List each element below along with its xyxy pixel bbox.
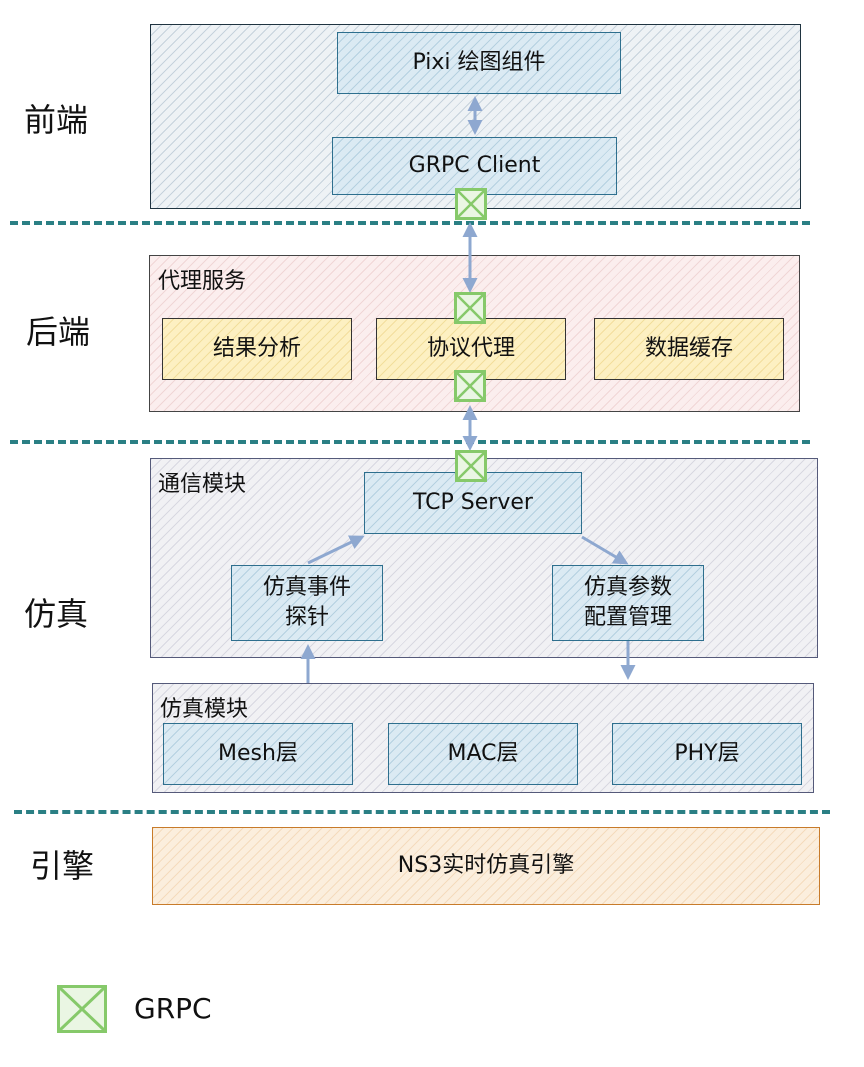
grpc-marker — [455, 450, 487, 482]
grpc-client: GRPC Client — [332, 137, 617, 195]
sim-module-title: 仿真模块 — [160, 697, 249, 722]
sim-config-box: 仿真参数 配置管理 — [552, 565, 704, 641]
layer-label-simulation: 仿真 — [24, 595, 89, 633]
comm-module-title: 通信模块 — [158, 472, 247, 497]
proxy-service-title: 代理服务 — [158, 269, 247, 294]
sim-event-probe-line2: 探针 — [284, 605, 329, 630]
mac-layer-box: MAC层 — [388, 723, 578, 785]
result-analysis-label: 结果分析 — [212, 336, 301, 361]
layer-label-engine: 引擎 — [30, 847, 95, 885]
tcp-server-label: TCP Server — [413, 490, 533, 515]
sim-config-line2: 配置管理 — [583, 605, 672, 630]
mac-layer-label: MAC层 — [447, 741, 519, 766]
layer-label-frontend: 前端 — [24, 101, 89, 139]
mesh-layer-box: Mesh层 — [163, 723, 353, 785]
data-cache-box: 数据缓存 — [594, 318, 784, 380]
protocol-proxy-label: 协议代理 — [426, 336, 515, 361]
layer-separator — [14, 810, 830, 814]
grpc-client-label: GRPC Client — [408, 153, 541, 178]
grpc-marker — [454, 370, 486, 402]
layer-label-backend: 后端 — [26, 313, 91, 351]
phy-layer-label: PHY层 — [674, 741, 740, 766]
layer-separator — [10, 440, 810, 444]
ns3-engine-label: NS3实时仿真引擎 — [397, 853, 575, 878]
phy-layer-box: PHY层 — [612, 723, 802, 785]
layer-separator — [10, 221, 810, 225]
legend-grpc-label: GRPC — [134, 992, 212, 1025]
pixi-component-label: Pixi 绘图组件 — [412, 50, 546, 75]
protocol-proxy-box: 协议代理 — [376, 318, 566, 380]
pixi-component: Pixi 绘图组件 — [337, 32, 621, 94]
data-cache-label: 数据缓存 — [644, 336, 733, 361]
legend-grpc-icon — [57, 985, 107, 1033]
mesh-layer-label: Mesh层 — [218, 741, 298, 766]
grpc-marker — [454, 292, 486, 324]
sim-event-probe-line1: 仿真事件 — [262, 575, 351, 600]
sim-event-probe-box: 仿真事件 探针 — [231, 565, 383, 641]
ns3-engine-box: NS3实时仿真引擎 — [152, 827, 820, 905]
grpc-marker — [455, 188, 487, 220]
tcp-server-box: TCP Server — [364, 472, 582, 534]
result-analysis-box: 结果分析 — [162, 318, 352, 380]
sim-config-line1: 仿真参数 — [583, 575, 672, 600]
